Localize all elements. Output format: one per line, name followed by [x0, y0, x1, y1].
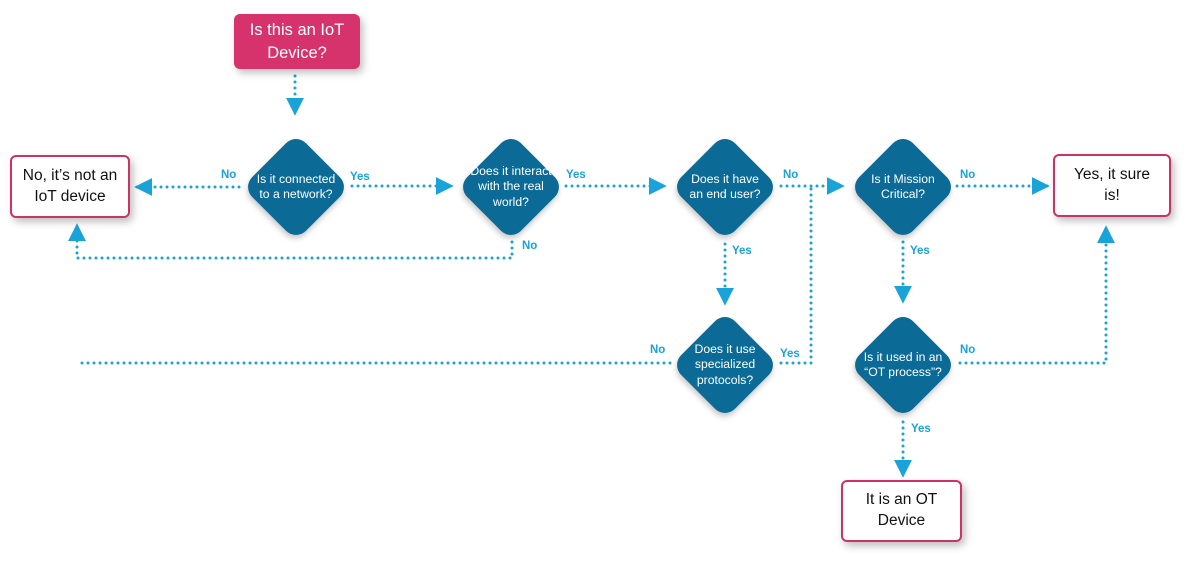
- decision-interact: Does it interact with the real world?: [455, 131, 567, 243]
- decision-end-user-text: Does it have an end user?: [689, 171, 761, 201]
- outcome-yes-iot-text: Yes, it sure is!: [1073, 165, 1151, 204]
- decision-protocols: Does it use specialized protocols?: [669, 309, 781, 421]
- decision-end-user: Does it have an end user?: [669, 131, 781, 243]
- start-text: Is this an IoT Device?: [249, 21, 345, 62]
- connector-ot-process-no: [958, 225, 1115, 365]
- label-connected-yes: Yes: [350, 171, 370, 183]
- decision-interact-text: Does it interact with the real world?: [470, 164, 552, 209]
- label-ot-process-no: No: [960, 344, 976, 356]
- outcome-yes-iot: Yes, it sure is!: [1053, 154, 1171, 217]
- decision-mission-text: Is it Mission Critical?: [871, 171, 935, 201]
- label-protocols-yes: Yes: [780, 348, 800, 360]
- label-end-user-yes: Yes: [732, 245, 752, 257]
- label-mission-yes: Yes: [910, 245, 930, 257]
- decision-mission: Is it Mission Critical?: [847, 131, 959, 243]
- label-ot-process-yes: Yes: [911, 423, 931, 435]
- label-connected-no: No: [221, 169, 237, 181]
- decision-connected: Is it connected to a network?: [240, 131, 352, 243]
- outcome-ot-device: It is an OT Device: [841, 480, 962, 542]
- label-end-user-no: No: [783, 169, 799, 181]
- outcome-not-iot: No, it’s not an IoT device: [10, 155, 130, 218]
- connector-interact-no: [68, 223, 514, 260]
- decision-ot-process-text: Is it used in an “OT process”?: [863, 349, 943, 379]
- label-mission-no: No: [960, 169, 976, 181]
- decision-protocols-text: Does it use specialized protocols?: [694, 342, 756, 387]
- outcome-ot-device-text: It is an OT Device: [865, 491, 938, 529]
- decision-ot-process: Is it used in an “OT process”?: [847, 309, 959, 421]
- outcome-not-iot-text: No, it’s not an IoT device: [22, 166, 118, 205]
- start-box: Is this an IoT Device?: [234, 14, 360, 69]
- connector-protocols-yes: [779, 185, 813, 365]
- label-interact-no: No: [522, 240, 538, 252]
- label-interact-yes: Yes: [566, 169, 586, 181]
- decision-connected-text: Is it connected to a network?: [256, 171, 336, 201]
- label-protocols-no: No: [650, 344, 666, 356]
